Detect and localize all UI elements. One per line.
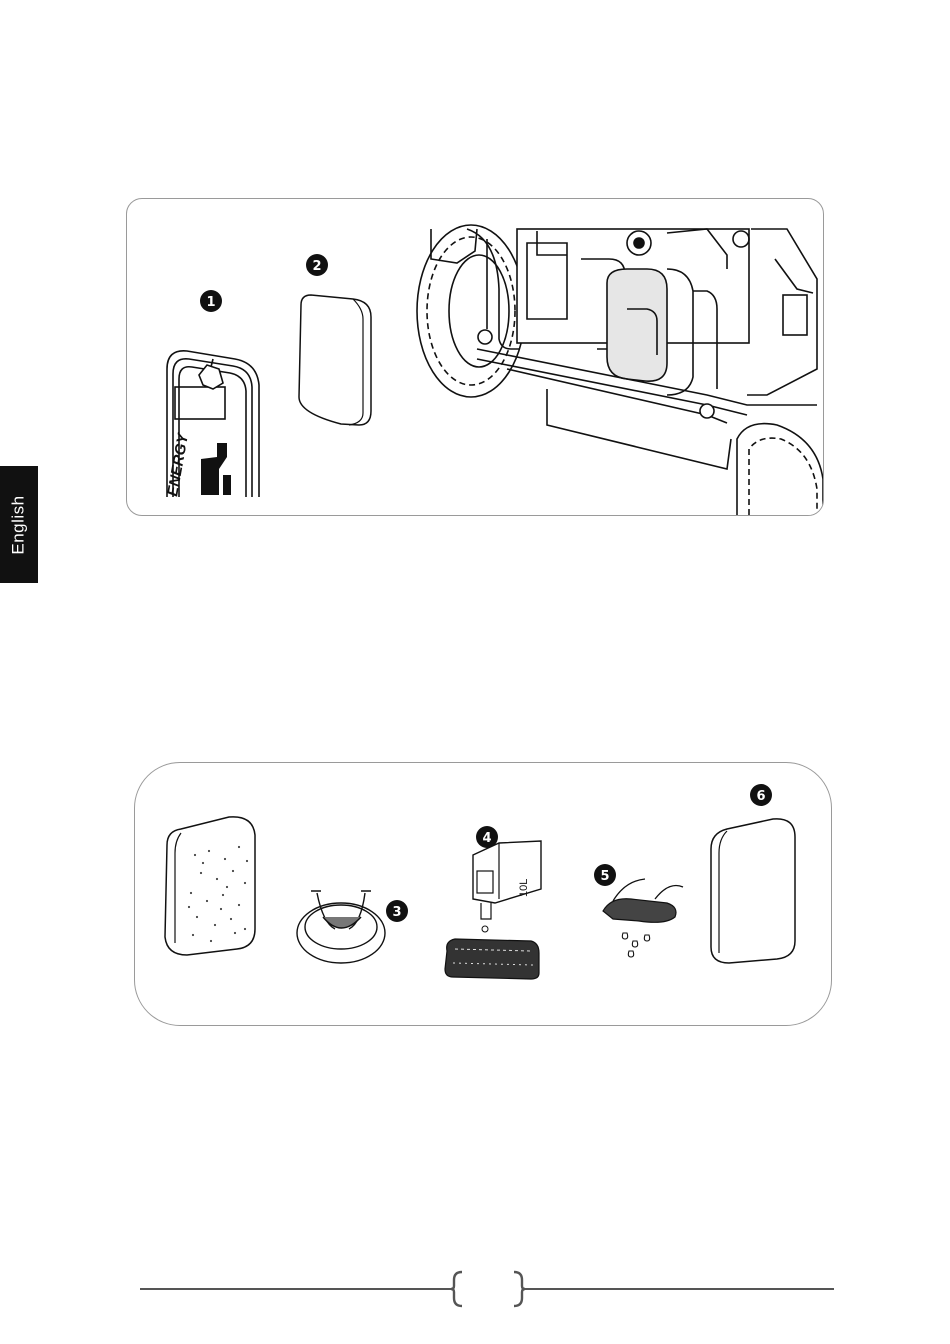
dirty-sponge-illustration (165, 817, 255, 955)
marker-1: 1 (200, 290, 222, 312)
svg-text:2: 2 (312, 259, 321, 274)
svg-text:6: 6 (756, 789, 765, 804)
figure-sponge-cleaning-steps: 10L 3 4 (134, 762, 832, 1026)
language-tab[interactable]: English (0, 466, 38, 583)
svg-text:1: 1 (206, 295, 215, 310)
marker-6: 6 (750, 784, 772, 806)
footer-bracket-right (512, 1270, 526, 1308)
energy-logo-illustration: ENERGY (164, 430, 231, 497)
figure-air-filter-removal: ENERGY 1 2 (126, 198, 824, 516)
marker-5: 5 (594, 864, 616, 886)
filter-sponge-illustration (299, 295, 371, 425)
marker-2: 2 (306, 254, 328, 276)
svg-text:5: 5 (600, 869, 609, 884)
squeeze-sponge-illustration (603, 879, 683, 957)
figure-1-illustration: ENERGY 1 2 (127, 199, 823, 515)
language-tab-label: English (9, 495, 29, 554)
generator-illustration (417, 225, 823, 515)
footer-bracket-left (450, 1270, 464, 1308)
marker-4: 4 (476, 826, 498, 848)
svg-text:3: 3 (392, 905, 401, 920)
washing-basin-illustration (297, 891, 385, 963)
clean-sponge-illustration (711, 819, 795, 963)
footer-rule-right (522, 1288, 834, 1290)
svg-text:ENERGY: ENERGY (164, 430, 192, 497)
footer-rule-left (140, 1288, 452, 1290)
svg-text:10L: 10L (518, 879, 530, 897)
svg-text:4: 4 (482, 831, 491, 846)
figure-2-illustration: 10L 3 4 (135, 763, 831, 1025)
marker-3: 3 (386, 900, 408, 922)
oil-container-illustration: 10L (445, 841, 541, 979)
